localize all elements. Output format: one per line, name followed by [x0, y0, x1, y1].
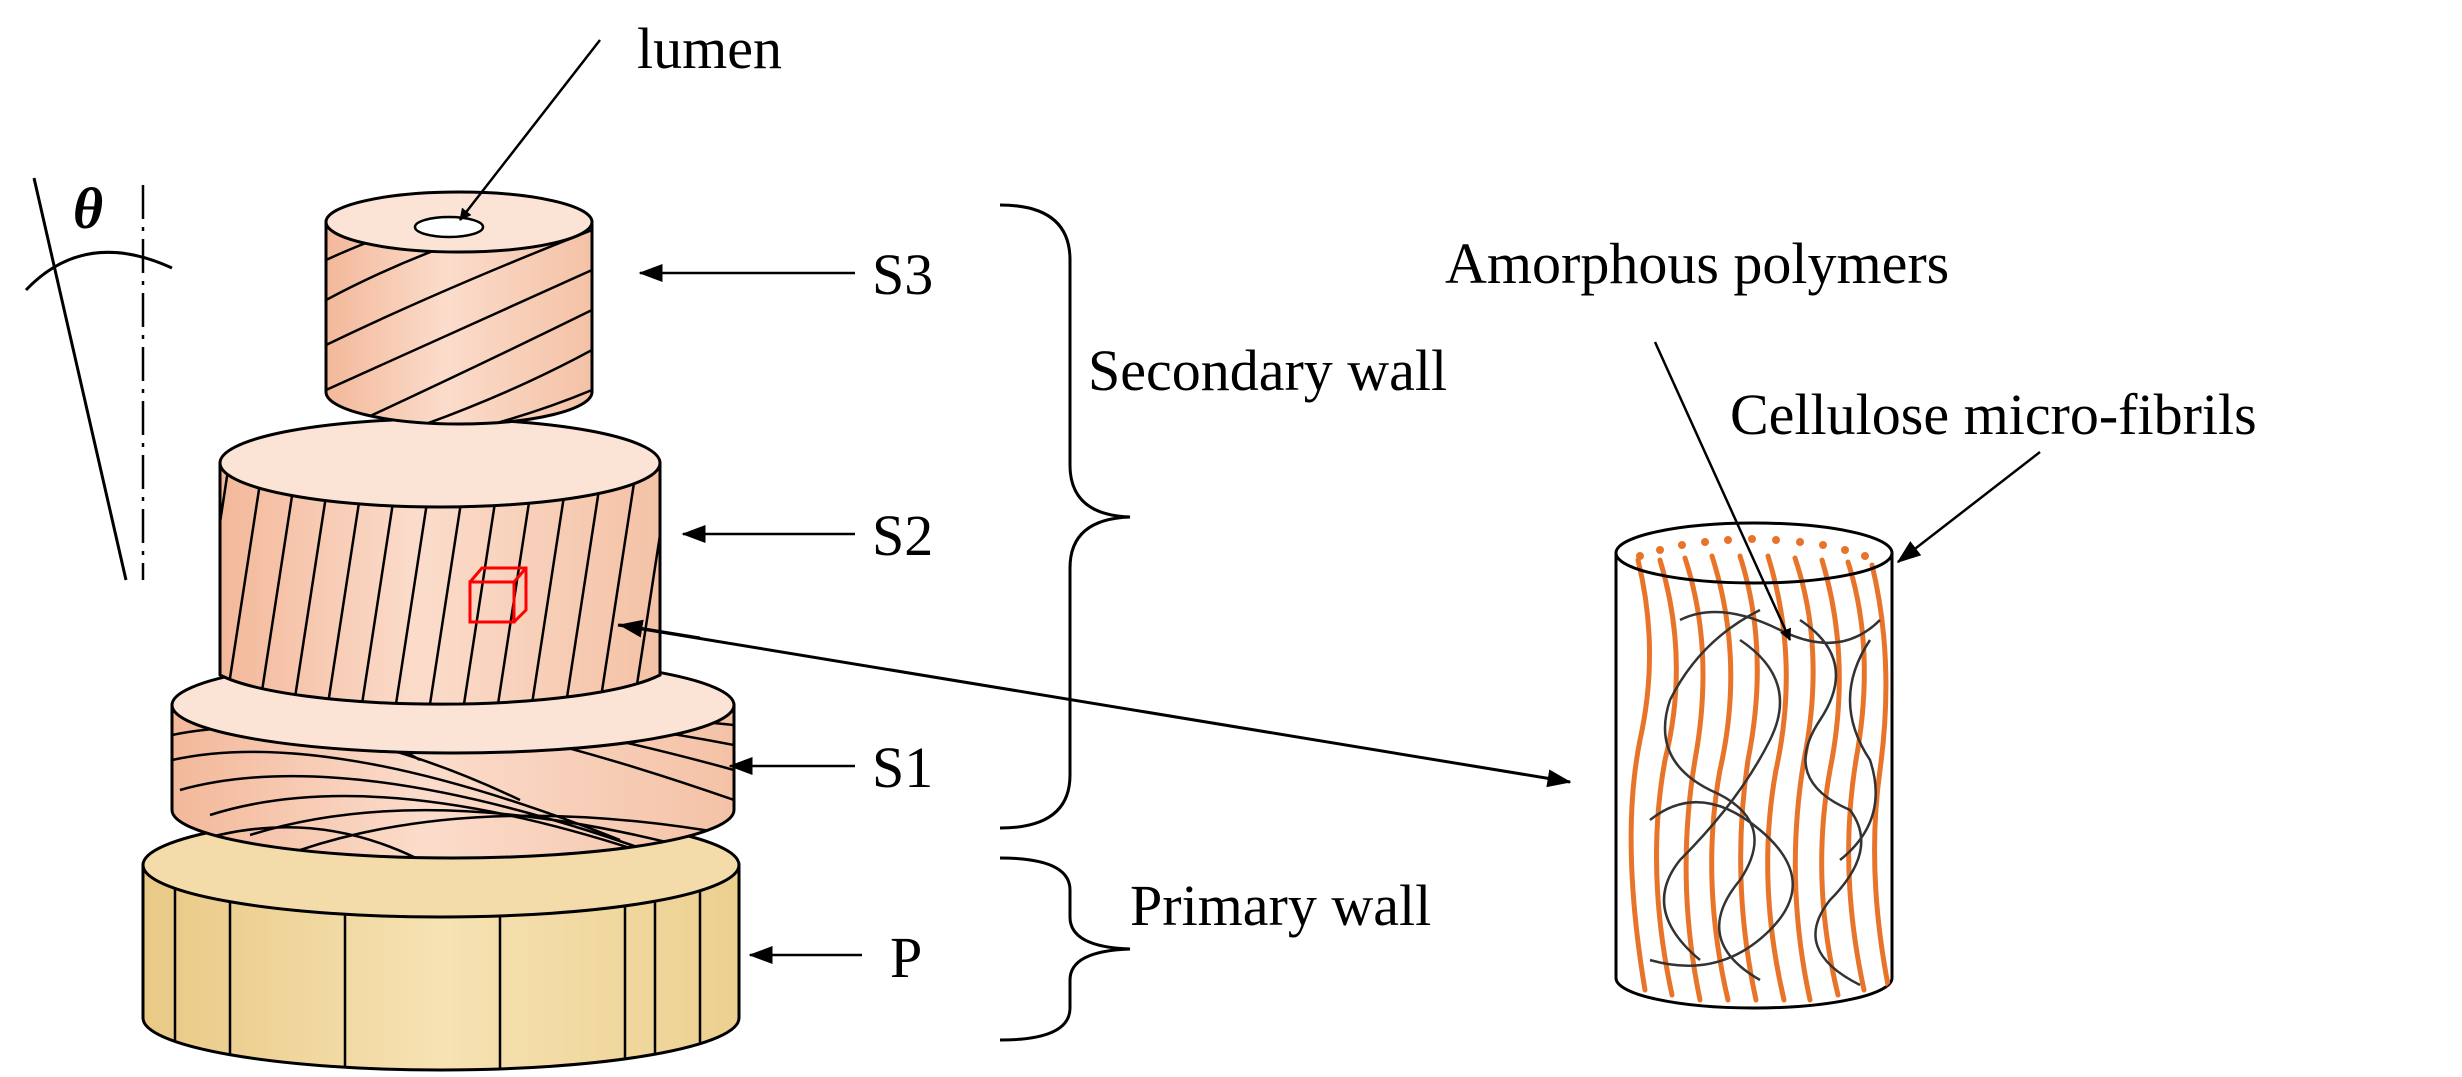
- layer-label-arrows: [638, 264, 862, 964]
- amorphous-polymers-arrow: [1653, 341, 1792, 641]
- lumen-label: lumen: [637, 16, 782, 81]
- microfibril-end-dots: [1636, 535, 1869, 560]
- zoom-arrow: [617, 623, 1572, 788]
- secondary-wall-brace: [999, 203, 1131, 830]
- p-label: P: [890, 925, 922, 990]
- theta-label: θ: [73, 176, 103, 241]
- amorphous-polymers-label: Amorphous polymers: [1445, 231, 1949, 296]
- zoom-arrow-back: [618, 619, 701, 640]
- highlight-cube-icon: [468, 566, 528, 624]
- s3-layer: [324, 190, 594, 426]
- microfibril-cylinder: [1614, 521, 1894, 1010]
- secondary-wall-label: Secondary wall: [1088, 338, 1447, 403]
- cellulose-microfibrils-arrow: [1896, 451, 2041, 563]
- cellulose-microfibrils-label: Cellulose micro-fibrils: [1730, 382, 2257, 447]
- lumen-arrow: [459, 39, 601, 221]
- primary-wall-brace: [999, 856, 1131, 1042]
- lumen-hole: [413, 215, 485, 239]
- fibril-angle-indicator: θ: [24, 176, 173, 581]
- s1-label: S1: [872, 735, 933, 800]
- primary-wall-label: Primary wall: [1130, 873, 1431, 938]
- s2-label: S2: [872, 503, 933, 568]
- s2-layer: [218, 417, 662, 706]
- s3-label: S3: [872, 242, 933, 307]
